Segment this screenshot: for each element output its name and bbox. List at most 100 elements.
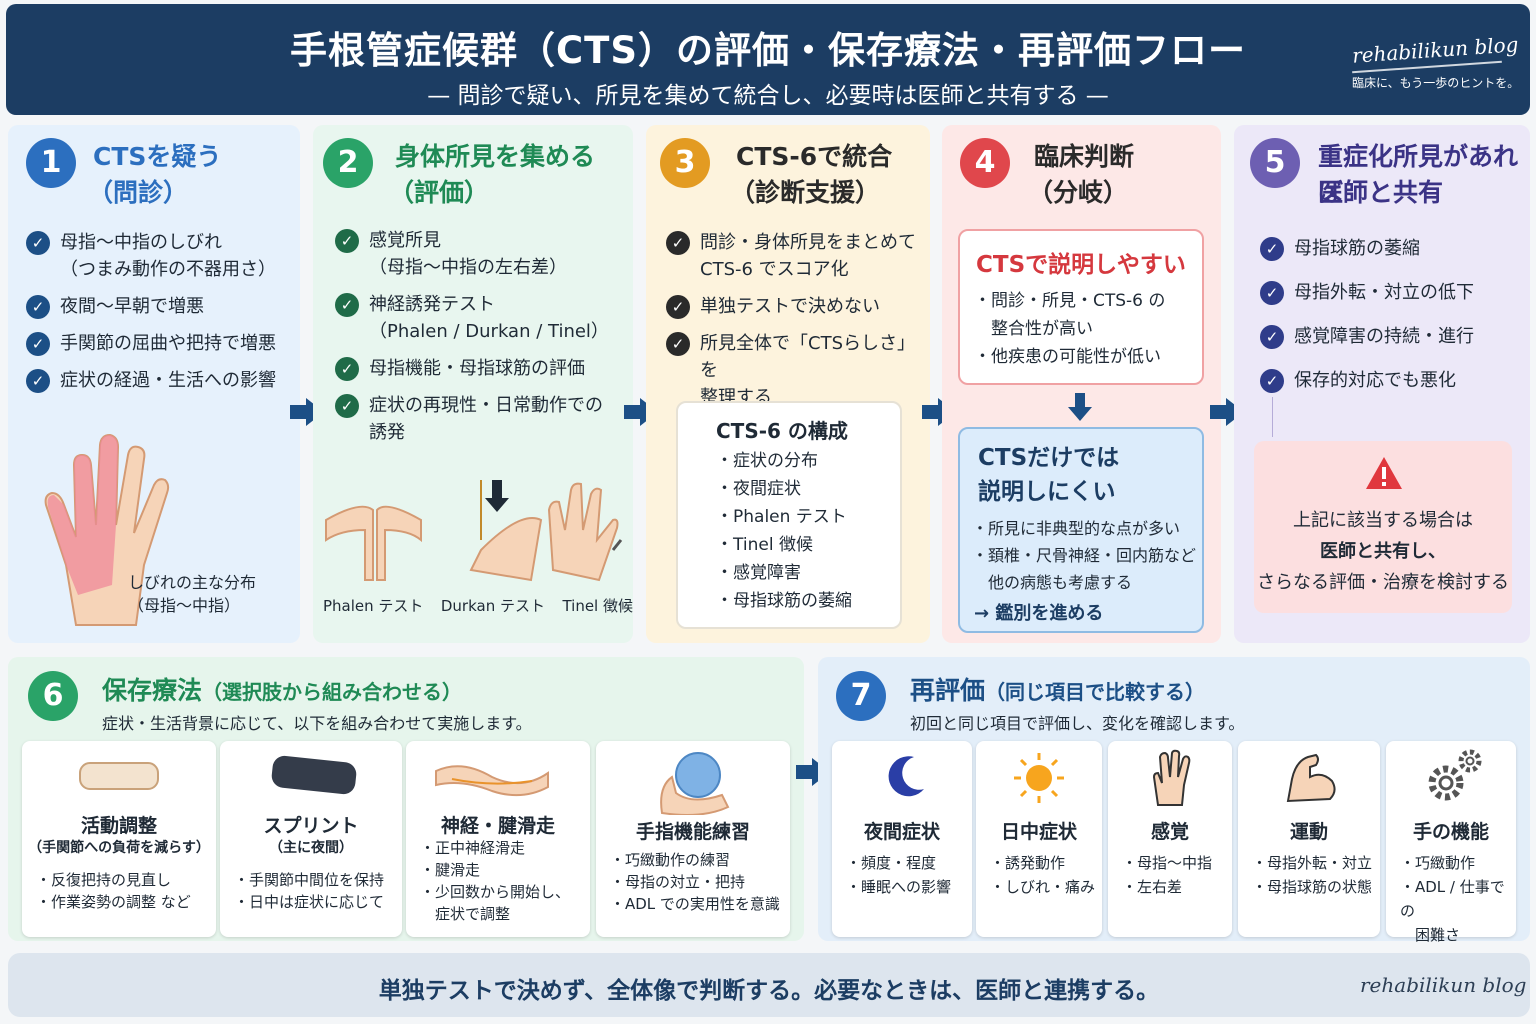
- step3-number: 3: [660, 138, 710, 188]
- step1-title: CTSを疑う: [93, 142, 222, 171]
- alert-box: 上記に該当する場合は医師と共有し、さらなる評価・治療を検討する: [1254, 441, 1512, 613]
- warning-icon: [1366, 457, 1402, 489]
- step1-item: ✓夜間～早朝で増悪: [26, 293, 296, 320]
- page-subtitle: — 問診で疑い、所見を集めて統合し、必要時は医師と共有する —: [427, 83, 1109, 109]
- therapy-card-list: ・反復把持の見直し・作業姿勢の調整 など: [36, 871, 191, 911]
- step3-card: 3 CTS-6で統合 （診断支援） ✓問診・身体所見をまとめて CTS-6 でス…: [646, 125, 930, 643]
- branch-likely-title: CTSで説明しやすい: [976, 252, 1186, 278]
- step7-desc: 初回と同じ項目で評価し、変化を確認します。: [910, 714, 1245, 733]
- reeval-card-list: ・頻度・程度・睡眠への影響: [846, 854, 952, 896]
- step6-title: 保存療法（選択肢から組み合わせる）: [102, 676, 463, 705]
- wrist-support-icon: [79, 762, 159, 790]
- therapy-card-activity: 活動調整 （手関節への負荷を減らす） ・反復把持の見直し・作業姿勢の調整 など: [22, 741, 216, 937]
- check-icon: ✓: [26, 231, 50, 255]
- branch-unlikely-list: ・所見に非典型的な点が多い・頚椎・尺骨神経・回内筋など 他の病態も考慮する: [972, 519, 1197, 592]
- check-icon: ✓: [1260, 369, 1284, 393]
- therapy-card-gliding: 神経・腱滑走 ・正中神経滑走・腱滑走・少回数から開始し、 症状で調整: [406, 741, 590, 937]
- reeval-card-night: 夜間症状 ・頻度・程度・睡眠への影響: [832, 741, 972, 937]
- step5-number: 5: [1250, 138, 1300, 188]
- test-captions: Phalen テスト Durkan テスト Tinel 徴候: [323, 595, 633, 616]
- tinel-caption: Tinel 徴候: [562, 597, 633, 615]
- branch-likely-list: ・問診・所見・CTS-6 の 整合性が高い・他疾患の可能性が低い: [974, 291, 1166, 367]
- step3-item: ✓問診・身体所見をまとめて: [666, 229, 928, 256]
- step1-number: 1: [26, 138, 76, 188]
- muscle-arm-icon: [1286, 753, 1336, 803]
- check-icon: ✓: [1260, 325, 1284, 349]
- step1-item: ✓手関節の屈曲や把持で増悪: [26, 330, 296, 357]
- step6-desc: 症状・生活背景に応じて、以下を組み合わせて実施します。: [102, 714, 532, 733]
- step5-title2: 医師と共有: [1318, 178, 1444, 207]
- step6-number: 6: [28, 671, 78, 721]
- hand-caption: しびれの主な分布（母指～中指）: [128, 573, 257, 615]
- step5-item: ✓感覚障害の持続・進行: [1260, 323, 1526, 350]
- alert-text: 上記に該当する場合は医師と共有し、さらなる評価・治療を検討する: [1257, 510, 1509, 593]
- check-icon: ✓: [335, 229, 359, 253]
- page-title: 手根管症候群（CTS）の評価・保存療法・再評価フロー: [289, 29, 1247, 72]
- check-icon: ✓: [666, 295, 690, 319]
- check-icon: ✓: [1260, 237, 1284, 261]
- gears-icon: [1428, 749, 1482, 801]
- reeval-card-function: 手の機能 ・巧緻動作・ADL / 仕事での 困難さ: [1386, 741, 1516, 944]
- check-icon: ✓: [335, 394, 359, 418]
- step2-number: 2: [323, 138, 373, 188]
- check-icon: ✓: [335, 357, 359, 381]
- step2-title2: （評価）: [389, 178, 490, 207]
- step3-item: ✓単独テストで決めない: [666, 293, 928, 320]
- step4-title2: （分岐）: [1028, 178, 1129, 207]
- step2-item: ✓神経誘発テスト: [335, 291, 630, 318]
- step3-title2: （診断支援）: [730, 178, 881, 207]
- check-icon: ✓: [666, 332, 690, 356]
- step7-card: 7 再評価（同じ項目で比較する） 初回と同じ項目で評価し、変化を確認します。 夜…: [818, 657, 1530, 944]
- check-icon: ✓: [666, 231, 690, 255]
- reeval-card-list: ・巧緻動作・ADL / 仕事での 困難さ: [1400, 854, 1505, 944]
- step7-number: 7: [836, 671, 886, 721]
- cts6-box-list: ・症状の分布・夜間症状・Phalen テスト・Tinel 徴候・感覚障害・母指球…: [716, 451, 852, 611]
- reeval-card-day: 日中症状 ・誘発動作・しびれ・痛み: [976, 741, 1102, 937]
- step5-card: 5 重症化所見があれば 医師と共有 ✓母指球筋の萎縮 ✓母指外転・対立の低下 ✓…: [1234, 125, 1530, 643]
- reeval-card-sensory: 感覚 ・母指～中指・左右差: [1108, 741, 1232, 937]
- step4-title: 臨床判断: [1034, 142, 1135, 171]
- step5-item: ✓母指外転・対立の低下: [1260, 279, 1526, 306]
- footer-message: 単独テストで決めず、全体像で判断する。必要なときは、医師と連携する。: [378, 978, 1160, 1004]
- step3-item-note: CTS-6 でスコア化: [700, 259, 849, 280]
- step3-item: ✓所見全体で「CTSらしさ」を: [666, 330, 928, 384]
- reeval-card-list: ・母指外転・対立・母指球筋の状態: [1252, 854, 1373, 896]
- phalen-caption: Phalen テスト: [323, 597, 424, 615]
- step5-title: 重症化所見があれば: [1318, 142, 1519, 207]
- blog-tagline: 臨床に、もう一歩のヒントを。: [1352, 76, 1520, 90]
- step2-item-note: （Phalen / Durkan / Tinel）: [369, 321, 609, 342]
- hand-numbness-illustration: [44, 433, 170, 626]
- step2-item: ✓感覚所見: [335, 227, 630, 254]
- step6-card: 6 保存療法（選択肢から組み合わせる） 症状・生活背景に応じて、以下を組み合わせ…: [8, 657, 804, 941]
- down-arrow-icon: [1068, 393, 1092, 421]
- branch-unlikely-box: CTSだけでは説明しにくい ・所見に非典型的な点が多い・頚椎・尺骨神経・回内筋な…: [958, 427, 1204, 633]
- step1-card: 1 CTSを疑う （問診） ✓母指～中指のしびれ （つまみ動作の不器用さ） ✓夜…: [8, 125, 300, 643]
- step4-card: 4 臨床判断 （分岐） CTSで説明しやすい ・問診・所見・CTS-6 の 整合…: [942, 125, 1221, 643]
- check-icon: ✓: [335, 293, 359, 317]
- step1-item: ✓母指～中指のしびれ: [26, 229, 296, 256]
- therapy-card-splint: スプリント （主に夜間） ・手関節中間位を保持・日中は症状に応じて: [220, 741, 402, 937]
- step3-title: CTS-6で統合: [736, 142, 893, 171]
- differential-action: → 鑑別を進める: [974, 603, 1104, 624]
- step1-title2: （問診）: [88, 178, 189, 207]
- therapy-card-list: ・巧緻動作の練習・母指の対立・把持・ADL での実用性を意識: [610, 851, 780, 913]
- nerve-gliding-icon: [435, 765, 549, 797]
- branch-unlikely-title: CTSだけでは説明しにくい: [978, 445, 1120, 505]
- cts6-box: CTS-6 の構成 ・症状の分布・夜間症状・Phalen テスト・Tinel 徴…: [676, 401, 902, 629]
- step2-item: ✓母指機能・母指球筋の評価: [335, 355, 630, 382]
- step5-item: ✓母指球筋の萎縮: [1260, 235, 1526, 262]
- sun-icon: [1014, 753, 1064, 803]
- cts6-box-title: CTS-6 の構成: [716, 419, 848, 443]
- reeval-card-list: ・母指～中指・左右差: [1122, 854, 1213, 896]
- check-icon: ✓: [26, 295, 50, 319]
- step1-item: ✓症状の経過・生活への影響: [26, 367, 296, 394]
- check-icon: ✓: [26, 332, 50, 356]
- step2-title: 身体所見を集める: [395, 142, 596, 171]
- reeval-card-motor: 運動 ・母指外転・対立・母指球筋の状態: [1238, 741, 1380, 937]
- step5-item: ✓保存的対応でも悪化: [1260, 367, 1526, 394]
- moon-icon: [888, 756, 924, 797]
- header-banner: 手根管症候群（CTS）の評価・保存療法・再評価フロー — 問診で疑い、所見を集め…: [6, 4, 1530, 115]
- step2-item-note: （母指～中指の左右差）: [369, 257, 567, 278]
- connector-line: [1272, 397, 1273, 437]
- therapy-ball-icon: [660, 752, 730, 815]
